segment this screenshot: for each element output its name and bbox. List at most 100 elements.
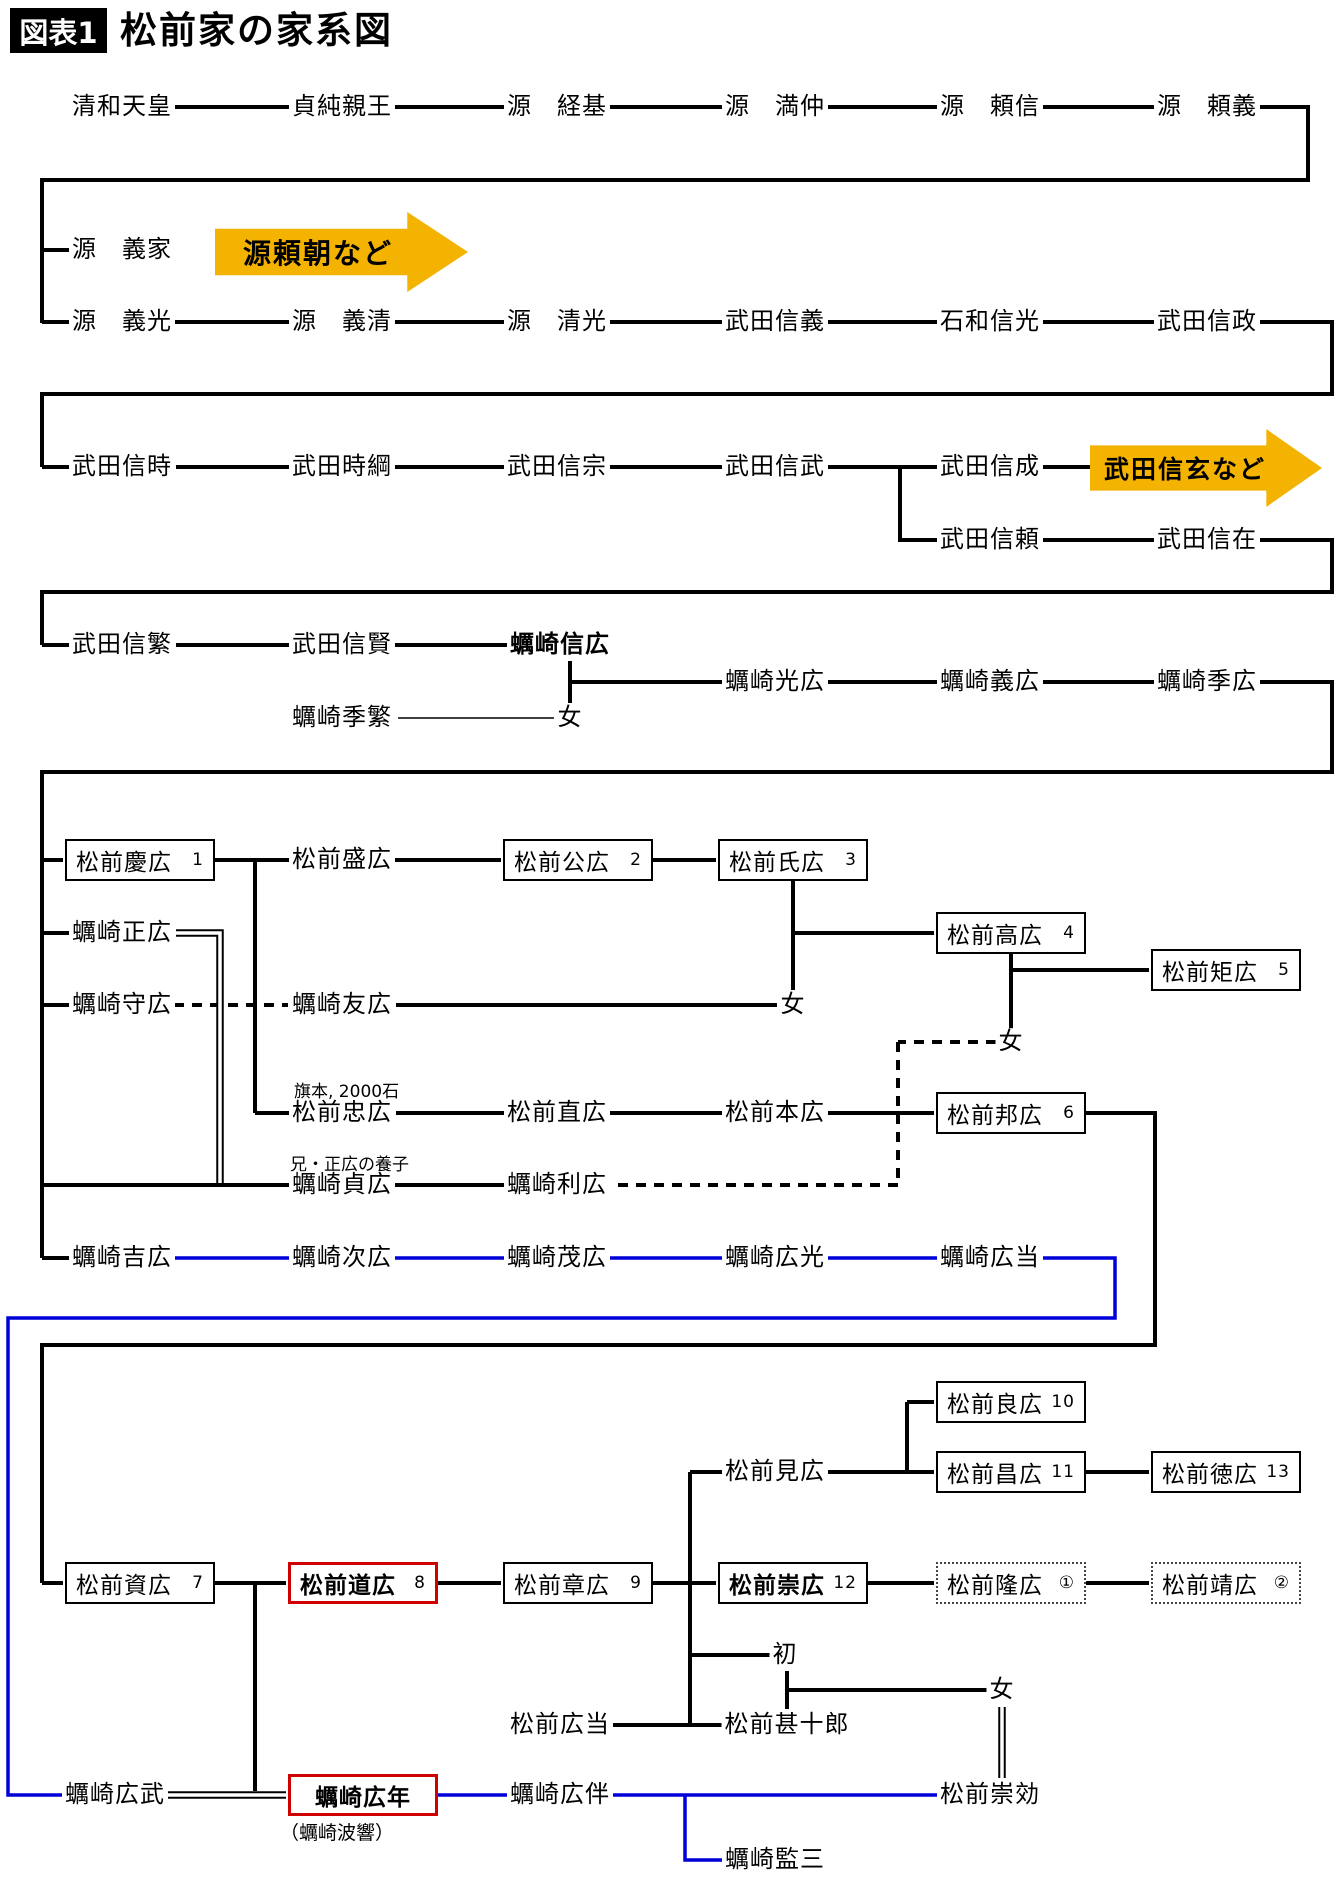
person-motohiro: 松前本広	[722, 1099, 828, 1127]
person-takanori: 松前崇効	[937, 1781, 1043, 1809]
lord-box-hironen: 蠣崎広年	[288, 1774, 438, 1816]
person-morihiro: 松前盛広	[289, 846, 395, 874]
person-tokitsuna: 武田時綱	[289, 453, 395, 481]
person-kichihiro: 蠣崎吉広	[69, 1244, 175, 1272]
lineage-lines-middle	[40, 858, 1157, 1585]
person-shigehiro: 蠣崎茂広	[504, 1244, 610, 1272]
lord-name: 松前公広	[514, 850, 610, 876]
person-onna-3: 女	[995, 1028, 1027, 1056]
person-tsunemoto: 源 経基	[504, 93, 610, 121]
person-jinjuro: 松前甚十郎	[721, 1711, 853, 1739]
lord-number: ①	[1058, 1573, 1075, 1593]
lord-name: 松前靖広	[1162, 1573, 1258, 1599]
lord-number: 2	[630, 850, 642, 870]
person-toshihiro: 蠣崎利広	[504, 1171, 610, 1199]
lord-box-norihiro-13: 松前徳広 13	[1151, 1451, 1301, 1493]
lord-name: 松前資広	[76, 1573, 172, 1599]
person-yoshiie: 源 義家	[69, 236, 175, 264]
person-nobunari: 武田信成	[937, 453, 1043, 481]
person-kanzo: 蠣崎監三	[722, 1846, 828, 1874]
person-yoriyoshi: 源 頼義	[1154, 93, 1260, 121]
person-suehiro: 蠣崎季広	[1154, 668, 1260, 696]
lord-box-norihiro-5: 松前矩広 5	[1151, 949, 1301, 991]
person-onna-4: 女	[986, 1676, 1018, 1704]
lord-name: 松前良広	[947, 1392, 1043, 1418]
lord-name: 松前矩広	[1162, 960, 1258, 986]
lord-name: 松前邦広	[947, 1103, 1043, 1129]
lord-name: 松前昌広	[947, 1462, 1043, 1488]
person-morohiro: 蠣崎守広	[69, 991, 175, 1019]
double-adoption-lines-inner	[167, 931, 1004, 1797]
lineage-lines-bottom	[215, 1400, 1149, 1791]
lord-number: 11	[1051, 1462, 1075, 1482]
person-hiroban: 蠣崎広伴	[507, 1781, 613, 1809]
lineage-lines-top	[40, 105, 1334, 1260]
person-matsumae-hiromasa: 松前広当	[507, 1711, 613, 1739]
person-nobuyori: 武田信頼	[937, 526, 1043, 554]
lord-name: 松前崇広	[729, 1573, 825, 1599]
dashed-relation-lines	[174, 1003, 996, 1187]
person-hiromitsu: 蠣崎広光	[722, 1244, 828, 1272]
person-yorinobu: 源 頼信	[937, 93, 1043, 121]
lord-box-michihiro-8: 松前道広 8	[288, 1562, 438, 1604]
person-yoshimitsu: 源 義光	[69, 308, 175, 336]
lord-name: 松前章広	[514, 1573, 610, 1599]
person-nobumune: 武田信宗	[504, 453, 610, 481]
person-yoshikiyo: 源 義清	[289, 308, 395, 336]
person-yoshihiro: 蠣崎義広	[937, 668, 1043, 696]
double-adoption-lines-outer	[167, 929, 1006, 1799]
person-sadazumi: 貞純親王	[289, 93, 395, 121]
lord-name: 松前道広	[300, 1573, 396, 1599]
lord-number: ②	[1273, 1573, 1290, 1593]
person-mihiro: 松前見広	[722, 1458, 828, 1486]
lord-box-takahiro-meiji-1: 松前隆広 ①	[936, 1562, 1086, 1604]
person-hirotake: 蠣崎広武	[62, 1781, 168, 1809]
lord-box-takahiro-12: 松前崇広 12	[718, 1562, 868, 1604]
lord-name: 蠣崎広年	[315, 1785, 411, 1811]
lord-number: 12	[833, 1573, 857, 1593]
person-isawa: 石和信光	[937, 308, 1043, 336]
person-nobuari: 武田信在	[1154, 526, 1260, 554]
person-nobumasa: 武田信政	[1154, 308, 1260, 336]
lord-box-kinhiro-2: 松前公広 2	[503, 839, 653, 881]
lord-box-kunihiro-6: 松前邦広 6	[936, 1092, 1086, 1134]
lord-box-keihiro-1: 松前慶広 1	[65, 839, 215, 881]
person-mitsuhiro: 蠣崎光広	[722, 668, 828, 696]
lord-number: 6	[1063, 1103, 1075, 1123]
person-nobutoki: 武田信時	[69, 453, 175, 481]
person-mitsunaka: 源 満仲	[722, 93, 828, 121]
lord-name: 松前高広	[947, 923, 1043, 949]
person-tsuguhiro: 蠣崎次広	[289, 1244, 395, 1272]
lord-name: 松前徳広	[1162, 1462, 1258, 1488]
note-hatamoto: 旗本, 2000石	[294, 1077, 400, 1102]
person-sadahiro: 蠣崎貞広	[289, 1171, 395, 1199]
lord-number: 13	[1266, 1462, 1290, 1482]
person-seiwa-tenno: 清和天皇	[69, 93, 175, 121]
person-kiyomitsu: 源 清光	[504, 308, 610, 336]
person-hatsu: 初	[769, 1641, 801, 1669]
lord-number: 4	[1063, 923, 1075, 943]
figure-tag: 図表1	[10, 8, 107, 53]
note-adoption: 兄・正広の養子	[290, 1150, 409, 1175]
lord-box-sukehiro-7: 松前資広 7	[65, 1562, 215, 1604]
person-tadahiro: 松前忠広	[289, 1099, 395, 1127]
person-onna-2: 女	[777, 991, 809, 1019]
lord-number: 5	[1278, 960, 1290, 980]
person-nobukata: 武田信賢	[289, 631, 395, 659]
person-tomohiro: 蠣崎友広	[289, 991, 395, 1019]
lord-name: 松前慶広	[76, 850, 172, 876]
kakizaki-blue-lines	[6, 1256, 1117, 1862]
lord-name: 松前隆広	[947, 1573, 1043, 1599]
person-kakizaki-hiromasa: 蠣崎広当	[937, 1244, 1043, 1272]
lord-box-ujihiro-3: 松前氏広 3	[718, 839, 868, 881]
lord-number: 1	[192, 850, 204, 870]
lord-number: 10	[1051, 1392, 1075, 1412]
lord-box-takahiro-4: 松前高広 4	[936, 912, 1086, 954]
lord-name: 松前氏広	[729, 850, 825, 876]
lord-box-masahiro-11: 松前昌広 11	[936, 1451, 1086, 1493]
lord-box-akihiro-9: 松前章広 9	[503, 1562, 653, 1604]
person-kakizaki-nobuhiro: 蠣崎信広	[507, 631, 613, 659]
person-nobushige: 武田信繁	[69, 631, 175, 659]
